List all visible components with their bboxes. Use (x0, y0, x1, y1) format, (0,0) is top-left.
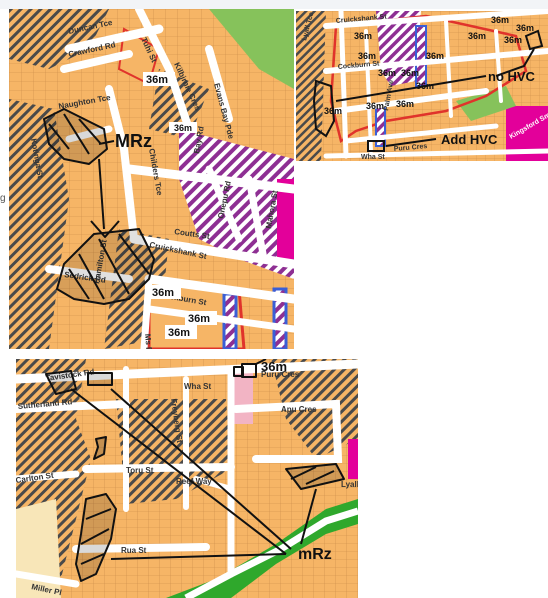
height-label: 36m (468, 31, 486, 41)
roads (45, 9, 294, 349)
no-hvc-annotation: no HVC (488, 69, 536, 84)
mrz-annotation: MRz (115, 131, 152, 151)
side-label: g (0, 193, 6, 204)
height-label: 36m (174, 123, 192, 133)
hatch-area-west (9, 99, 69, 349)
street-label: Wha St (184, 382, 211, 391)
street-label: Ms Dr (143, 333, 154, 349)
height-label: 36m (491, 15, 509, 25)
hatch-area-west (296, 11, 326, 161)
height-label: 36m (168, 327, 190, 339)
river-green (166, 499, 358, 598)
magenta-zone (348, 439, 358, 479)
street-label: Reef Way (176, 477, 212, 486)
height-label: 36m (426, 51, 444, 61)
height-label: 36m (152, 287, 174, 299)
height-label: 36m (396, 99, 414, 109)
roads (16, 359, 358, 588)
add-hvc-annotation: Add HVC (441, 132, 498, 147)
mrz-annotation: mRz (298, 546, 332, 563)
height-label: 36m (366, 101, 384, 111)
street-label: Cruickshank St (336, 14, 388, 25)
magenta-zone (277, 179, 294, 259)
height-label: 36m (146, 74, 168, 86)
street-label: Puru Cres (394, 143, 428, 153)
height-label: 36m (378, 68, 396, 78)
blue-zone-strip-2 (272, 287, 288, 349)
height-label: 36m (504, 35, 522, 45)
street-label: Lyall (341, 480, 358, 489)
36m-annotation: 36m (261, 359, 287, 374)
height-label: 36m (516, 23, 534, 33)
open-space-green (209, 9, 294, 89)
ink-annotation (312, 29, 544, 152)
window-top-strip (0, 0, 548, 9)
height-label: 36m (188, 313, 210, 325)
ink-annotation (43, 108, 155, 305)
street-label: Wha St (361, 154, 385, 161)
roads (323, 11, 548, 159)
map-panel-bottom[interactable]: Tavistock Rd Wha St Puru Cres Sutherland… (16, 359, 358, 598)
ink-annotation (45, 359, 345, 582)
street-label: Cockburn St (338, 60, 381, 71)
height-label: 36m (354, 31, 372, 41)
height-label: 36m (358, 51, 376, 61)
street-label: Toru St (126, 466, 154, 475)
street-label: Rua St (121, 546, 147, 555)
street-label: Puru Cres (261, 370, 300, 379)
map-panel-top-right[interactable]: Cruickshank St Cockburn St Puru Cres Wha… (296, 11, 548, 161)
red-zone (329, 14, 528, 144)
map-panel-left[interactable]: Duncan Tce Crawford Rd Tuhi St Kilbirnie… (9, 9, 294, 349)
height-label: 36m (401, 68, 419, 78)
street-label: Apu Cres (281, 405, 317, 414)
hatch-area-north (9, 9, 109, 69)
